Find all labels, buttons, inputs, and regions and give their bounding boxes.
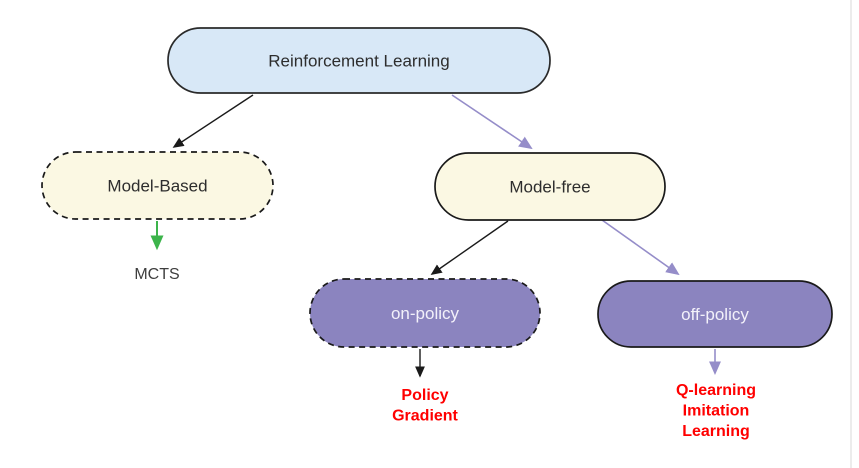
node-off-policy-shape <box>597 280 833 348</box>
leaf-q-learning-imitation-label: Q-learning Imitation Learning <box>676 382 756 440</box>
edge-model-free-to-on-policy <box>430 220 509 275</box>
node-on-policy: on-policy <box>309 278 541 348</box>
leaf-q-learning-line-3: Learning <box>682 423 750 440</box>
node-on-policy-shape <box>309 278 541 348</box>
leaf-mcts-label: MCTS <box>134 266 179 283</box>
node-reinforcement-learning-label: Reinforcement Learning <box>268 52 449 71</box>
node-off-policy-label: off-policy <box>681 305 749 324</box>
leaf-policy-gradient-line-1: Policy <box>401 387 448 404</box>
leaf-q-learning-line-1: Q-learning <box>676 382 756 399</box>
edge-rl-to-model-free <box>451 94 533 150</box>
node-model-based: Model-Based <box>41 151 274 220</box>
node-model-free-label: Model-free <box>509 178 590 197</box>
node-reinforcement-learning-shape <box>167 27 551 94</box>
node-model-based-label: Model-Based <box>107 177 207 196</box>
leaf-q-learning-line-2: Imitation <box>683 403 750 420</box>
node-model-based-shape <box>41 151 274 220</box>
node-model-free-shape <box>434 152 666 221</box>
node-reinforcement-learning: Reinforcement Learning <box>167 27 551 94</box>
leaf-policy-gradient-label: Policy Gradient <box>392 387 458 425</box>
edge-rl-to-model-based <box>172 94 254 148</box>
node-off-policy: off-policy <box>597 280 833 348</box>
node-on-policy-label: on-policy <box>391 304 460 323</box>
node-model-free: Model-free <box>434 152 666 221</box>
leaf-policy-gradient-line-2: Gradient <box>392 408 458 425</box>
edge-model-free-to-off-policy <box>601 219 680 276</box>
